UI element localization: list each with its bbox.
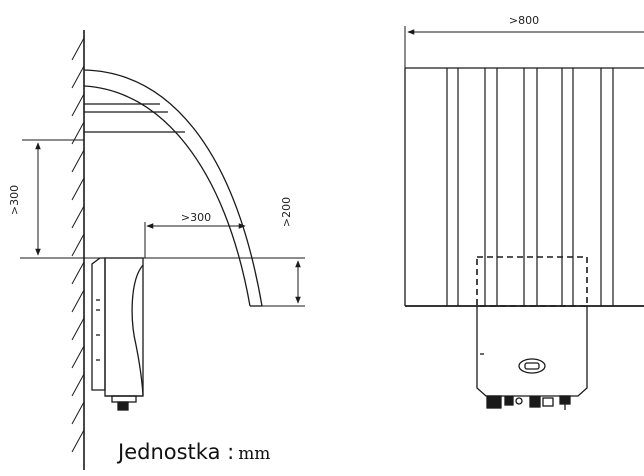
side-view [20,30,305,470]
roof-panel [404,67,644,307]
inverter-front-view [476,306,588,410]
dim-label-vertical-300: >300 [8,185,21,215]
dim-label-horizontal-800: >800 [509,14,539,27]
front-view [404,26,644,410]
dim-label-horizontal-300: >300 [181,211,211,224]
dim-label-vertical-200: >200 [280,197,293,227]
inverter-side-view [91,257,144,411]
unit-caption: Jednostka :mm [118,440,270,464]
unit-caption-label: Jednostka : [118,440,235,464]
inverter-hidden-outline [476,256,588,307]
unit-caption-value: mm [238,444,271,464]
roof-canopy [83,69,263,307]
wall [71,30,85,470]
